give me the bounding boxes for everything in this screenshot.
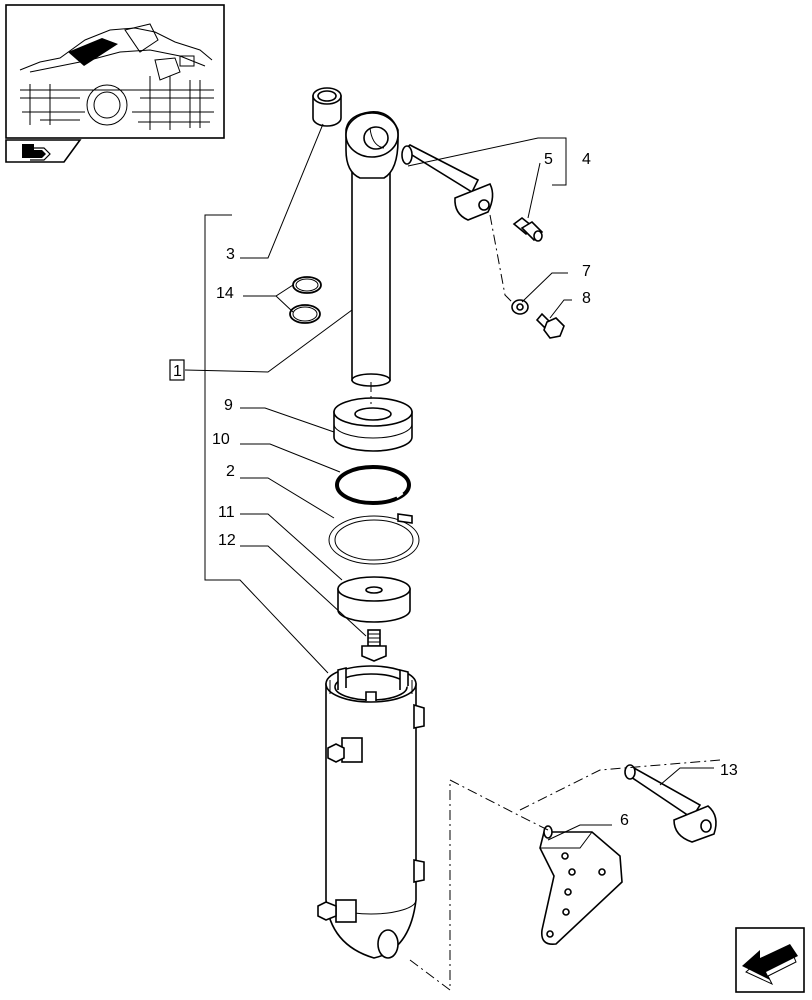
part-orings-14[interactable] [289,276,322,324]
callout-9[interactable]: 9 [224,397,233,414]
part-circlip-2[interactable] [328,513,420,565]
callout-10[interactable]: 10 [212,431,230,448]
callout-3[interactable]: 3 [226,246,235,263]
part-washer-7[interactable] [511,299,529,315]
part-pin-4[interactable] [401,144,494,221]
tractor-thumbnail-drawing [19,23,214,130]
callout-13[interactable]: 13 [720,762,738,779]
assembly-centerlines [370,214,721,991]
part-bush-3[interactable] [312,87,342,127]
callout-8[interactable]: 8 [582,290,591,307]
callout-5[interactable]: 5 [544,151,553,168]
callout-1[interactable]: 1 [173,363,182,380]
stack-arrow-icon[interactable] [5,139,82,163]
location-thumbnail[interactable] [5,4,225,139]
part-gland-9[interactable] [333,397,413,452]
part-bolt-8[interactable] [535,312,565,339]
part-pin-13[interactable] [624,764,717,843]
leader-lines [240,123,714,841]
callout-6[interactable]: 6 [620,812,629,829]
callout-14[interactable]: 14 [216,285,234,302]
previous-page-arrow-icon[interactable] [735,927,805,993]
callout-2[interactable]: 2 [226,463,235,480]
callout-box-1 [169,359,185,381]
callout-7[interactable]: 7 [582,263,591,280]
callout-labels: 1 2 3 4 5 6 7 8 9 10 11 12 13 14 [169,151,738,829]
part-bracket-6[interactable] [539,825,623,946]
piston-rod[interactable] [345,111,399,387]
part-snap-ring-10[interactable] [335,465,411,505]
part-grease-nipple-5[interactable] [512,216,544,242]
assembly-bracket-1 [184,214,353,674]
callout-11[interactable]: 11 [218,504,235,521]
cylinder-barrel[interactable] [317,665,425,959]
part-fitting-12[interactable] [361,629,387,662]
callout-4[interactable]: 4 [582,151,591,168]
part-piston-11[interactable] [337,576,411,623]
callout-12[interactable]: 12 [218,532,236,549]
